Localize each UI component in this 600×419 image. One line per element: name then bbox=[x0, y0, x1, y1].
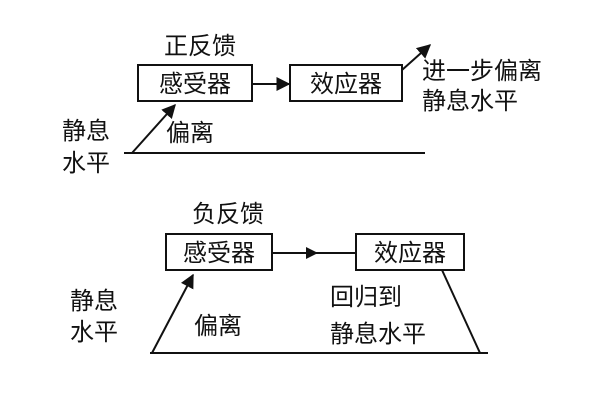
negative-baseline-label-line1: 静息 bbox=[70, 287, 118, 315]
positive-output-arrow bbox=[401, 44, 432, 71]
positive-sensor-box bbox=[137, 64, 253, 102]
positive-deviation-label: 偏离 bbox=[166, 119, 214, 147]
positive-deviation-arrow bbox=[131, 103, 176, 154]
negative-effector-box bbox=[355, 233, 465, 271]
negative-outcome-line1: 回归到 bbox=[330, 283, 402, 311]
negative-outcome-line2: 静息水平 bbox=[330, 320, 426, 348]
negative-baseline-label-line2: 水平 bbox=[70, 318, 118, 346]
positive-outcome-line1: 进一步偏离 bbox=[422, 57, 542, 85]
negative-feedback-panel: 负反馈 感受器 效应器 回归到 静息水平 静息 水平 偏离 bbox=[70, 200, 488, 354]
positive-sensor-label: 感受器 bbox=[159, 70, 231, 98]
negative-sensor-box bbox=[165, 233, 273, 271]
positive-feedback-title: 正反馈 bbox=[164, 32, 236, 60]
negative-sensor-label: 感受器 bbox=[183, 239, 255, 267]
positive-feedback-panel: 正反馈 感受器 效应器 进一步偏离 静息水平 静息 水平 偏离 bbox=[62, 32, 542, 177]
negative-deviation-arrow bbox=[151, 273, 194, 354]
negative-feedback-title: 负反馈 bbox=[192, 200, 264, 228]
negative-return-line bbox=[441, 269, 481, 354]
negative-deviation-label: 偏离 bbox=[194, 312, 242, 340]
positive-baseline-label-line2: 水平 bbox=[62, 149, 110, 177]
positive-outcome-line2: 静息水平 bbox=[422, 87, 518, 115]
negative-effector-label: 效应器 bbox=[374, 239, 446, 267]
positive-baseline-label-line1: 静息 bbox=[62, 117, 110, 145]
negative-mid-arrowhead bbox=[306, 247, 318, 259]
positive-effector-label: 效应器 bbox=[310, 70, 382, 98]
positive-effector-box bbox=[289, 64, 403, 102]
